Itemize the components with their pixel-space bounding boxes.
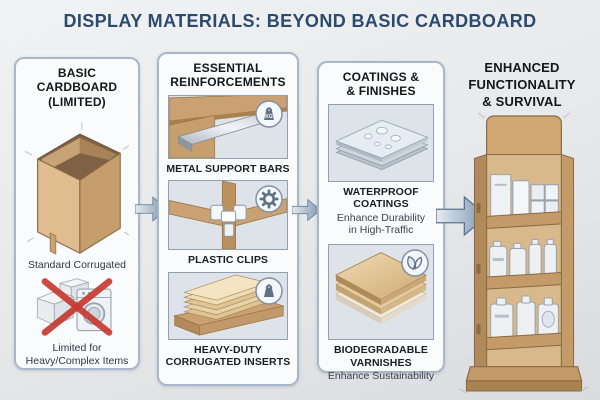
panel-coatings-finishes: COATINGS & & FINISHES WATERPROOF COATING… <box>317 61 445 382</box>
reinforcements-header-line2: REINFORCEMENTS <box>170 75 286 90</box>
corrugated-inserts-label-line1: HEAVY-DUTY <box>194 343 262 356</box>
coatings-header-line2: & FINISHES <box>346 84 416 99</box>
coatings-header: COATINGS & & FINISHES <box>319 70 443 99</box>
basic-limit-line2: Heavy/Complex Items <box>25 355 129 368</box>
waterproof-coating-illustration <box>335 119 429 170</box>
waterproof-coatings-desc: Enhance Durability in High-Traffic <box>319 212 443 238</box>
corrugated-inserts-label: HEAVY-DUTY CORRUGATED INSERTS <box>159 344 297 369</box>
crossed-out-heavy-items-icon <box>36 278 113 337</box>
reinforcements-header-line1: ESSENTIAL <box>193 61 263 75</box>
enhanced-header: ENHANCED FUNCTIONALITY & SURVIVAL <box>449 60 595 111</box>
page-title: DISPLAY MATERIALS: BEYOND BASIC CARDBOAR… <box>63 11 537 31</box>
coatings-header-line1: COATINGS & <box>342 70 420 84</box>
enhanced-header-line1: ENHANCED <box>484 60 560 75</box>
biodegradable-varnishes-desc: Enhance Sustainability <box>327 369 435 382</box>
basic-limit-line1: Limited for <box>52 342 102 355</box>
kg-weight-icon: KG <box>255 100 283 128</box>
enhanced-header-line2: FUNCTIONALITY <box>468 76 576 92</box>
plastic-clips-label: PLASTIC CLIPS <box>187 254 269 267</box>
gear-icon <box>255 185 283 213</box>
basic-header-line1: BASIC CARDBOARD <box>36 66 118 95</box>
kg-label: KG <box>265 114 273 120</box>
basic-header: BASIC CARDBOARD (LIMITED) <box>16 66 138 109</box>
biodegradable-varnishes-figure <box>328 244 434 341</box>
arrow-right-2 <box>292 198 322 222</box>
display-stand-figure <box>458 112 588 395</box>
waterproof-coatings-label: WATERPROOF COATINGS <box>343 185 419 211</box>
cardboard-box-illustration <box>24 122 130 255</box>
basic-header-line2: (LIMITED) <box>48 94 106 109</box>
leaf-icon <box>401 249 429 277</box>
basic-limit-caption: Limited for Heavy/Complex Items <box>16 342 138 368</box>
kg-weight-icon <box>255 276 283 305</box>
corrugated-inserts-illustration <box>173 274 285 336</box>
enhanced-header-line3: & SURVIVAL <box>482 93 562 109</box>
waterproof-desc-line1: Enhance Durability <box>336 211 426 224</box>
metal-support-bars-label: METAL SUPPORT BARS <box>166 162 290 175</box>
display-stand-illustration <box>458 112 588 394</box>
waterproof-coatings-figure <box>328 103 434 182</box>
waterproof-desc-line2: in High-Traffic <box>348 224 414 237</box>
corrugated-inserts-figure <box>168 271 288 340</box>
basic-caption: Standard Corrugated <box>27 259 127 272</box>
biodegradable-varnishes-label: BIODEGRADABLE VARNISHES <box>319 344 443 369</box>
metal-support-bars-figure: KG <box>168 94 288 159</box>
varnishes-label-line1: BIODEGRADABLE <box>333 344 429 357</box>
panel-reinforcements: ESSENTIAL REINFORCEMENTS KG METAL SUPPOR… <box>157 52 299 386</box>
panel-basic-cardboard: BASIC CARDBOARD (LIMITED) Standard Corru… <box>14 57 140 370</box>
reinforcements-header: ESSENTIAL REINFORCEMENTS <box>159 61 297 90</box>
corrugated-inserts-label-line2: CORRUGATED INSERTS <box>165 355 291 368</box>
plastic-clips-figure <box>168 180 288 251</box>
varnishes-label-line2: VARNISHES <box>350 356 412 369</box>
